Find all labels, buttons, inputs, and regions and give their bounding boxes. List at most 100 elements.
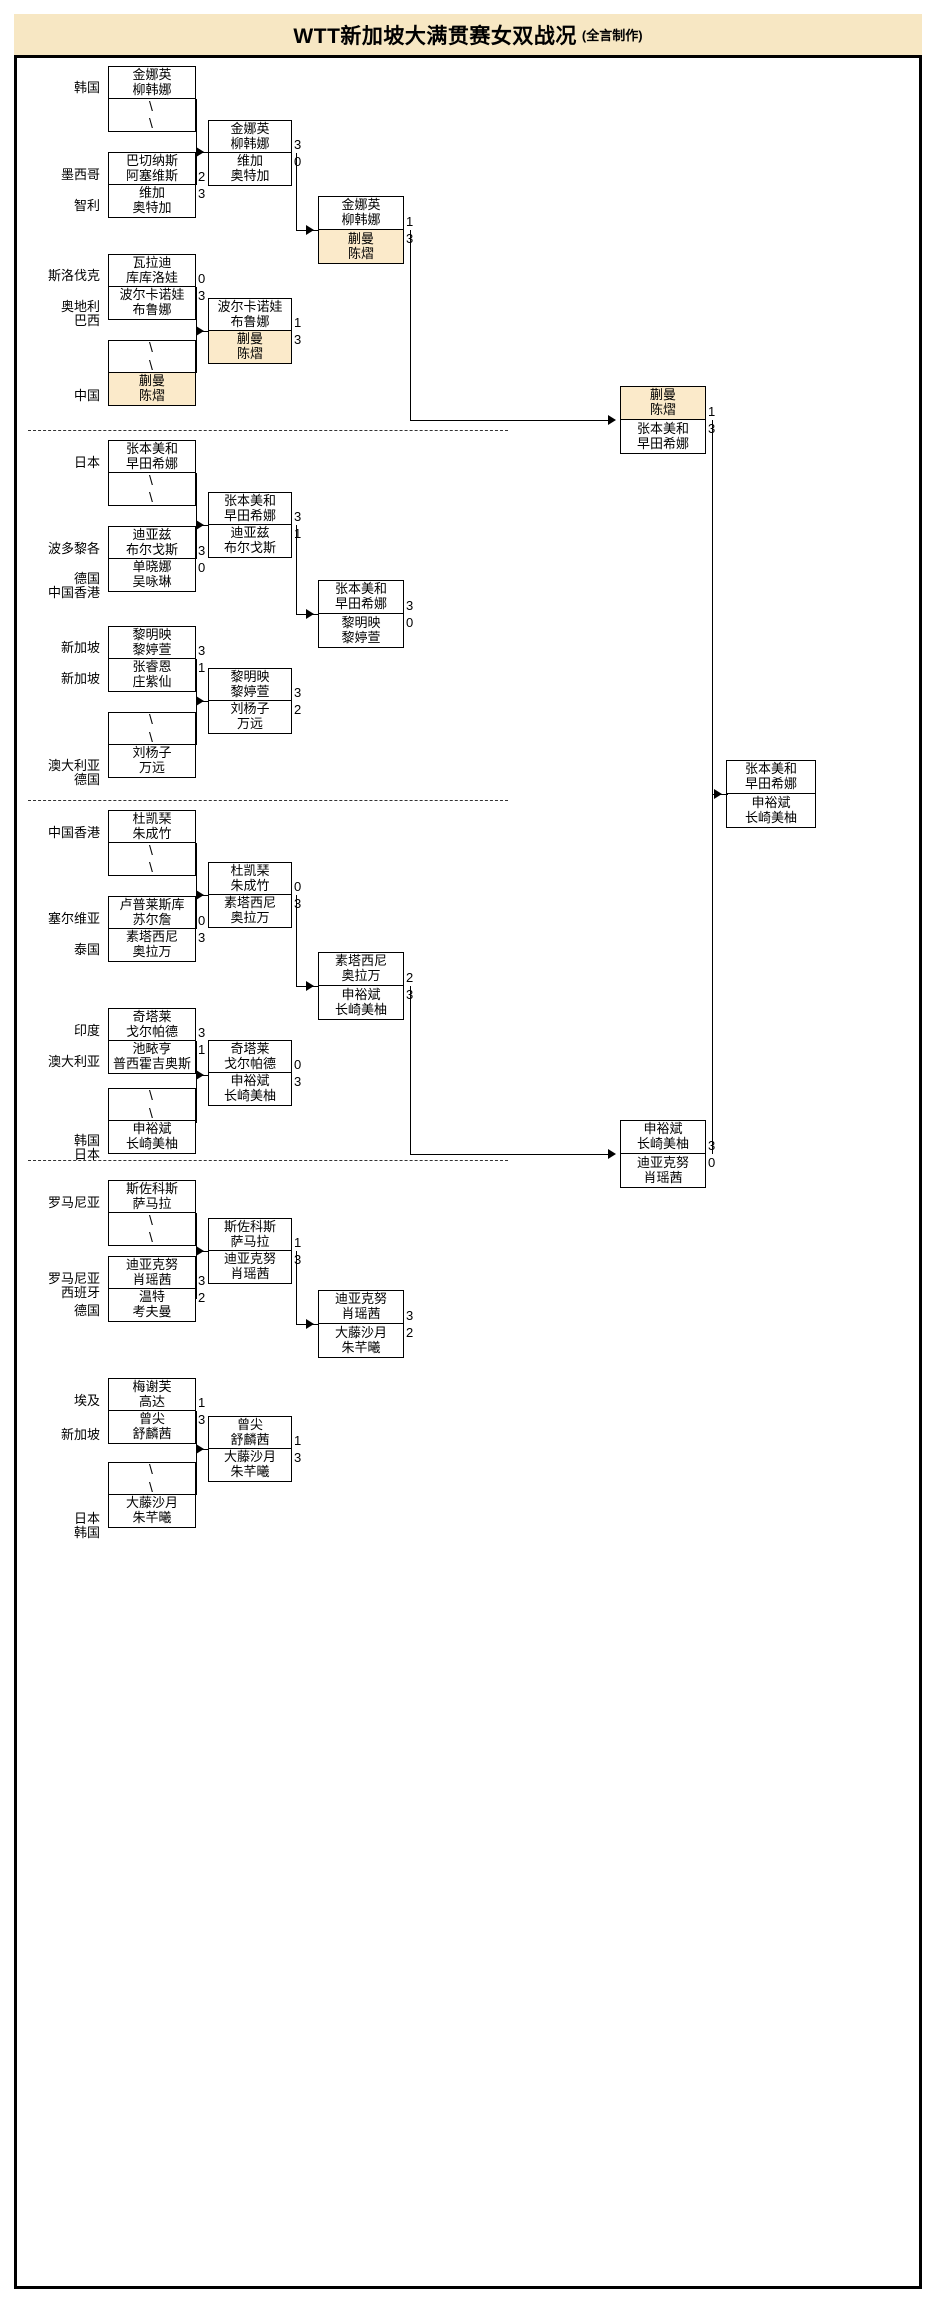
player-name: 肖瑶茜 — [341, 1306, 381, 1321]
country-label: 西班牙 — [60, 1285, 100, 1300]
page-title: WTT新加坡大满贯赛女双战况 — [293, 24, 577, 48]
player-name: 单晓娜 — [132, 559, 172, 575]
player-name: 戈尔帕德 — [125, 1023, 178, 1039]
bye-slash: \ — [149, 859, 153, 875]
match-box: \\刘杨子万远 — [108, 712, 196, 778]
player-name: 奥拉万 — [132, 944, 172, 959]
country-label: 澳大利亚 — [47, 758, 100, 773]
team-cell: 迪亚兹布尔戈斯 — [109, 527, 195, 559]
player-name: 金娜英 — [230, 121, 270, 136]
player-name: 万远 — [236, 716, 263, 731]
score-top: 3 — [406, 1308, 414, 1323]
match-box: 迪亚克努肖瑶茜大藤沙月朱芊曦 — [318, 1290, 404, 1358]
team-cell: 素塔西尼奥拉万 — [209, 895, 291, 927]
player-name: 申裕斌 — [341, 986, 381, 1002]
player-name: 迪亚兹 — [132, 527, 172, 542]
team-cell: 维加奥特加 — [209, 153, 291, 185]
score-top: 3 — [198, 543, 206, 558]
connector-arrow — [714, 789, 722, 799]
team-cell: 张本美和早田希娜 — [319, 581, 403, 614]
match-box: 曾尖舒麟茜大藤沙月朱芊曦 — [208, 1416, 292, 1482]
match-box: 金娜英柳韩娜维加奥特加 — [208, 120, 292, 186]
score-bottom: 3 — [198, 930, 206, 945]
player-name: 阿塞维斯 — [125, 167, 178, 183]
match-box: 张本美和早田希娜黎明映黎婷萱 — [318, 580, 404, 648]
score-bottom: 2 — [406, 1325, 414, 1340]
player-name: 早田希娜 — [334, 596, 387, 611]
player-name: 长崎美柚 — [223, 1088, 276, 1103]
bye-slash: \ — [149, 489, 153, 505]
player-name: 考夫曼 — [132, 1304, 172, 1319]
player-name: 素塔西尼 — [223, 895, 276, 911]
connector-arrow — [608, 1149, 616, 1159]
team-cell: 刘杨子万远 — [109, 745, 195, 777]
team-cell: 卢普莱斯库苏尔詹 — [109, 897, 195, 929]
team-cell: 张本美和早田希娜 — [209, 493, 291, 525]
player-name: 刘杨子 — [230, 701, 270, 717]
score-bottom: 3 — [294, 896, 302, 911]
connector-arrow — [196, 520, 204, 530]
team-cell: 张本美和早田希娜 — [727, 761, 815, 794]
team-cell: 蒯曼陈熠 — [209, 331, 291, 363]
score-bottom: 0 — [708, 1155, 716, 1170]
team-cell: 迪亚克努肖瑶茜 — [621, 1154, 705, 1187]
score-top: 1 — [294, 1235, 302, 1250]
team-cell: 黎明映黎婷萱 — [209, 669, 291, 701]
player-name: 张本美和 — [125, 441, 178, 456]
match-box: 奇塔莱戈尔帕德申裕斌长崎美柚 — [208, 1040, 292, 1106]
team-cell: 梅谢芙高达 — [109, 1379, 195, 1411]
player-name: 柳韩娜 — [230, 135, 270, 151]
bye-slash: \ — [149, 728, 153, 745]
match-box: 黎明映黎婷萱张睿恩庄紫仙 — [108, 626, 196, 692]
score-top: 3 — [294, 685, 302, 700]
match-box: 金娜英柳韩娜蒯曼陈熠 — [318, 196, 404, 264]
team-cell: 素塔西尼奥拉万 — [319, 953, 403, 986]
match-box: 斯佐科斯萨马拉迪亚克努肖瑶茜 — [208, 1218, 292, 1284]
bye-slash: \ — [149, 713, 153, 727]
score-bottom: 3 — [708, 421, 720, 436]
player-name: 黎婷萱 — [230, 683, 270, 699]
score-top: 1 — [198, 1395, 206, 1410]
player-name: 长崎美柚 — [334, 1001, 387, 1017]
player-name: 杜凯琹 — [230, 863, 270, 878]
score-bottom: 3 — [294, 1450, 302, 1465]
score-top: 1 — [708, 404, 716, 419]
player-name: 黎婷萱 — [132, 641, 172, 657]
player-name: 蒯曼 — [236, 331, 263, 347]
player-name: 斯佐科斯 — [125, 1181, 178, 1196]
country-label: 中国香港 — [47, 825, 100, 840]
connector-line — [410, 230, 412, 420]
player-name: 布鲁娜 — [230, 313, 270, 329]
player-name: 卢普莱斯库 — [119, 897, 185, 912]
match-box: 张本美和早田希娜\\ — [108, 440, 196, 506]
score-top: 2 — [406, 970, 414, 985]
player-name: 大藤沙月 — [125, 1495, 178, 1511]
player-name: 万远 — [138, 760, 165, 775]
country-label: 新加坡 — [60, 671, 100, 686]
player-name: 曾尖 — [236, 1417, 263, 1432]
bye-slash: \ — [149, 341, 153, 355]
team-cell: 蒯曼陈熠 — [319, 230, 403, 263]
player-name: 素塔西尼 — [334, 953, 387, 969]
score-bottom: 3 — [198, 1412, 206, 1427]
score-bottom: 0 — [294, 154, 302, 169]
player-name: 黎明映 — [341, 614, 381, 630]
player-name: 迪亚克努 — [125, 1257, 178, 1272]
team-cell: 张本美和早田希娜 — [621, 420, 705, 453]
player-name: 黎明映 — [230, 669, 270, 684]
score-top: 3 — [294, 137, 302, 152]
connector-line — [196, 99, 198, 153]
score-top: 3 — [406, 598, 414, 613]
team-cell: 申裕斌长崎美柚 — [319, 986, 403, 1019]
team-cell: 斯佐科斯萨马拉 — [209, 1219, 291, 1251]
team-cell: \\ — [109, 341, 195, 373]
team-cell: 巴切纳斯阿塞维斯 — [109, 153, 195, 185]
player-name: 梅谢芙 — [132, 1379, 172, 1394]
connector-arrow — [196, 890, 204, 900]
country-label: 中国 — [73, 388, 100, 403]
team-cell: 池畩亨普西霍吉奥斯 — [109, 1041, 195, 1073]
match-box: 斯佐科斯萨马拉\\ — [108, 1180, 196, 1246]
player-name: 申裕斌 — [751, 794, 791, 810]
country-label: 泰国 — [73, 942, 100, 957]
team-cell: 迪亚克努肖瑶茜 — [209, 1251, 291, 1283]
